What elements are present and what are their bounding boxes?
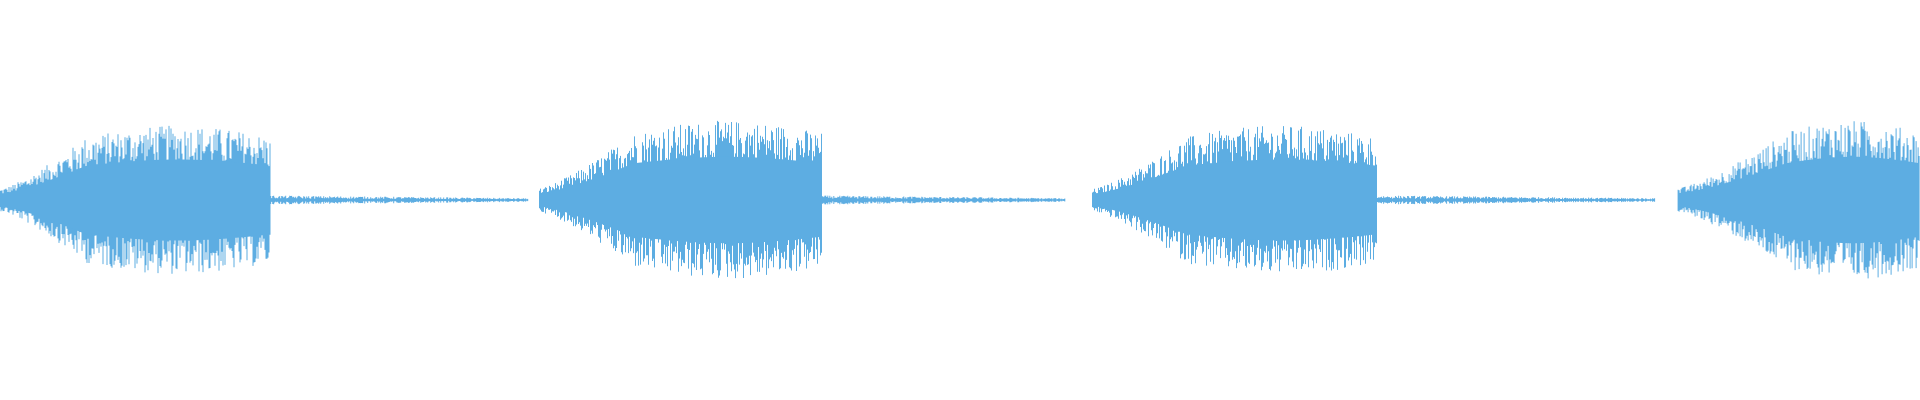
waveform-burst-2-core: [539, 156, 820, 244]
waveform-burst-3-core: [1092, 159, 1377, 241]
waveform-tail-1: [270, 195, 529, 205]
waveform-burst-4-core: [1678, 156, 1919, 244]
waveform-tail-2: [821, 195, 1066, 205]
waveform-tail-3: [1376, 195, 1656, 205]
waveform-burst-1-core: [0, 159, 268, 241]
